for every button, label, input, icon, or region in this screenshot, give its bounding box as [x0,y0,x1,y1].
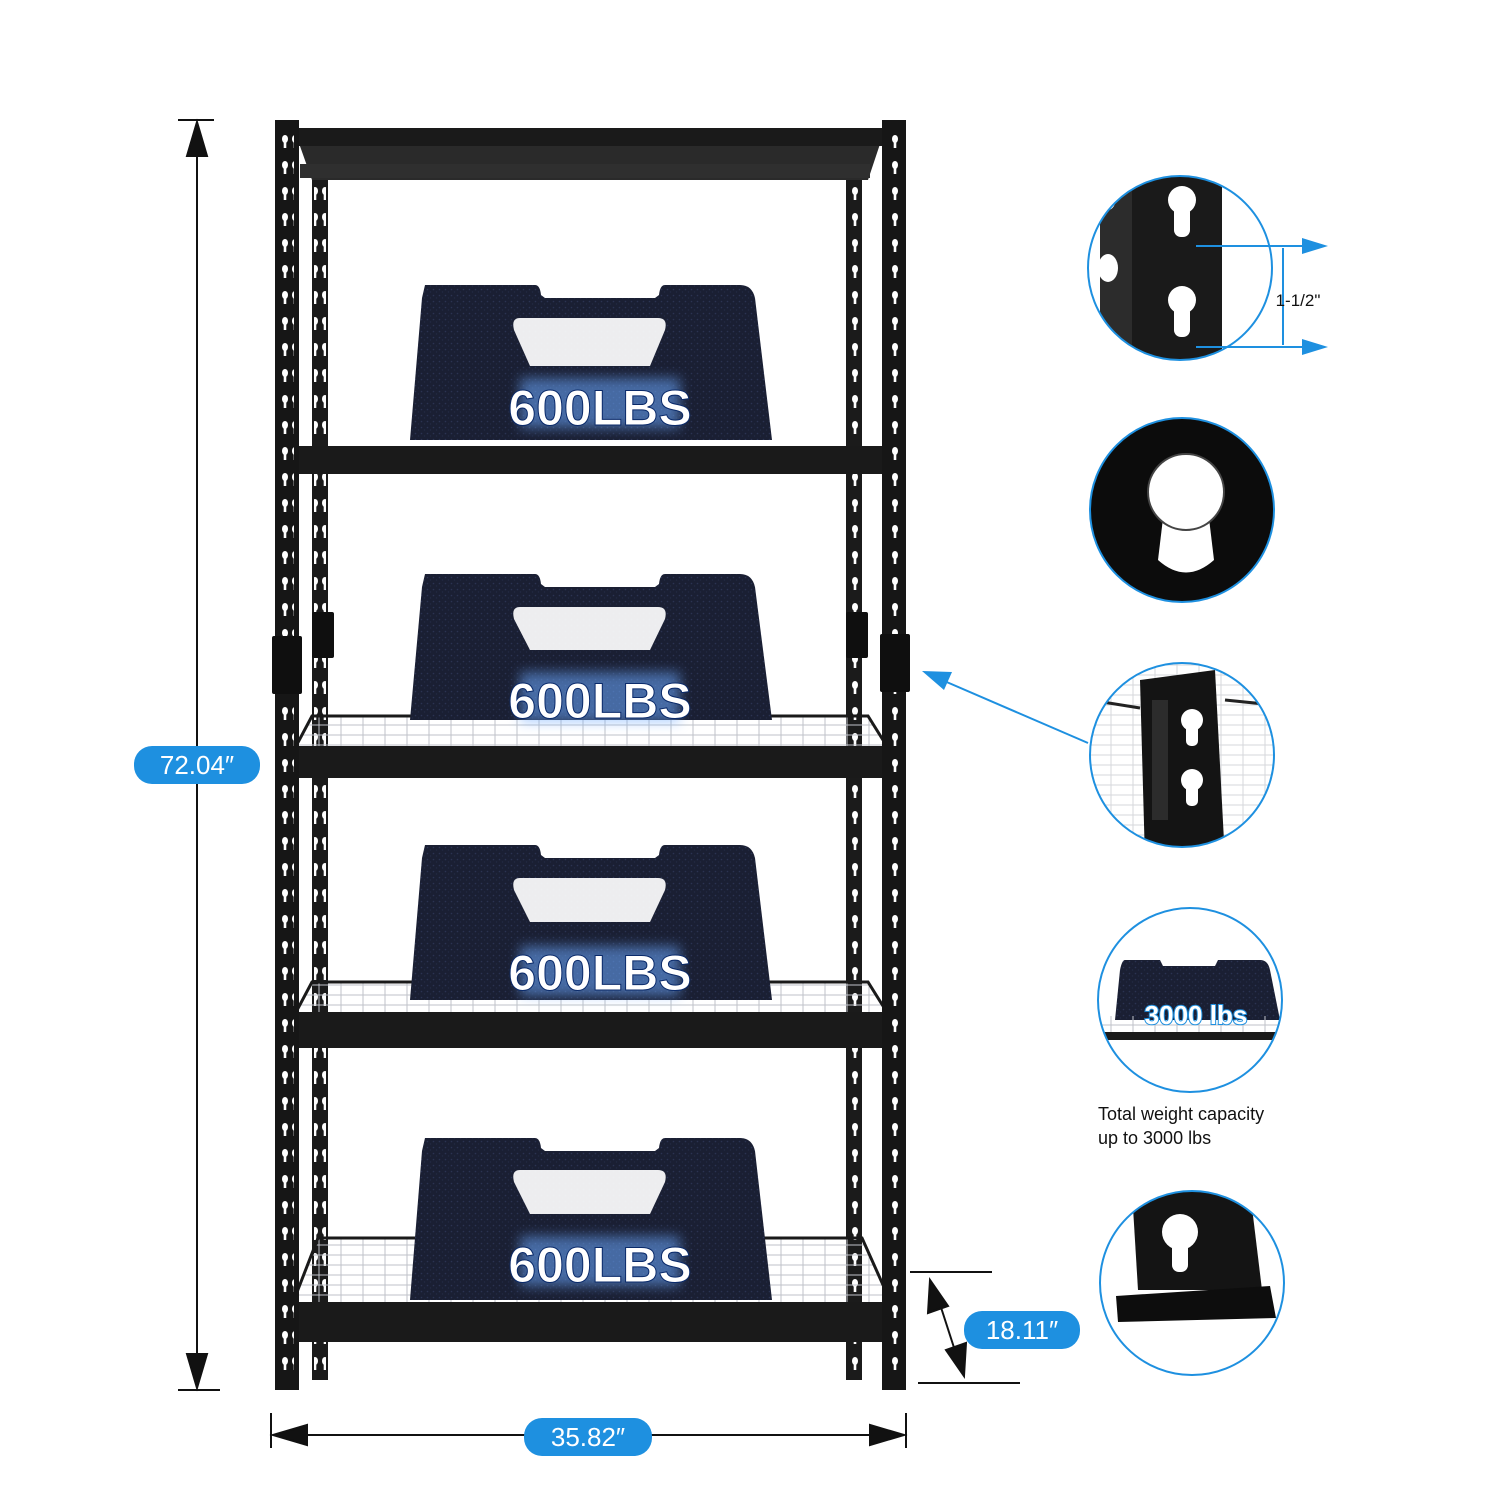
hole-spacing-callout [1087,175,1328,361]
capacity-caption-line1: Total weight capacity [1098,1104,1265,1124]
weight-block [410,285,772,440]
weight-label: 600LBS [508,673,691,729]
keyhole-slot-callout [1089,417,1275,603]
height-dimension-label: 72.04″ [134,746,260,784]
shelf-level-top [295,128,885,180]
weight-block [410,845,772,1000]
back-uprights [312,180,862,1380]
depth-dimension-label: 18.11″ [964,1311,1080,1349]
weight-label: 600LBS [508,380,691,436]
depth-dimension-line [910,1271,1020,1384]
corner-bracket-callout [1089,662,1275,848]
capacity-caption-line2: up to 3000 lbs [1098,1128,1212,1148]
capacity-callout [1097,907,1283,1093]
pointer-arrow-icon [922,671,1089,744]
weight-block [410,574,772,722]
capacity-caption: Total weight capacity up to 3000 lbs [1098,1102,1338,1150]
weight-block [410,1138,772,1300]
front-uprights [272,120,910,1390]
shelf-level-2 [295,446,885,474]
capacity-callout-label: 3000 lbs [1145,1000,1248,1030]
weight-label: 600LBS [508,1237,691,1293]
foot-cap-callout [1099,1190,1285,1376]
shelf-level-3 [292,714,891,778]
width-dimension-label: 35.82″ [524,1418,652,1456]
hole-spacing-label: 1-1/2" [1276,291,1321,310]
weight-label: 600LBS [508,945,691,1001]
